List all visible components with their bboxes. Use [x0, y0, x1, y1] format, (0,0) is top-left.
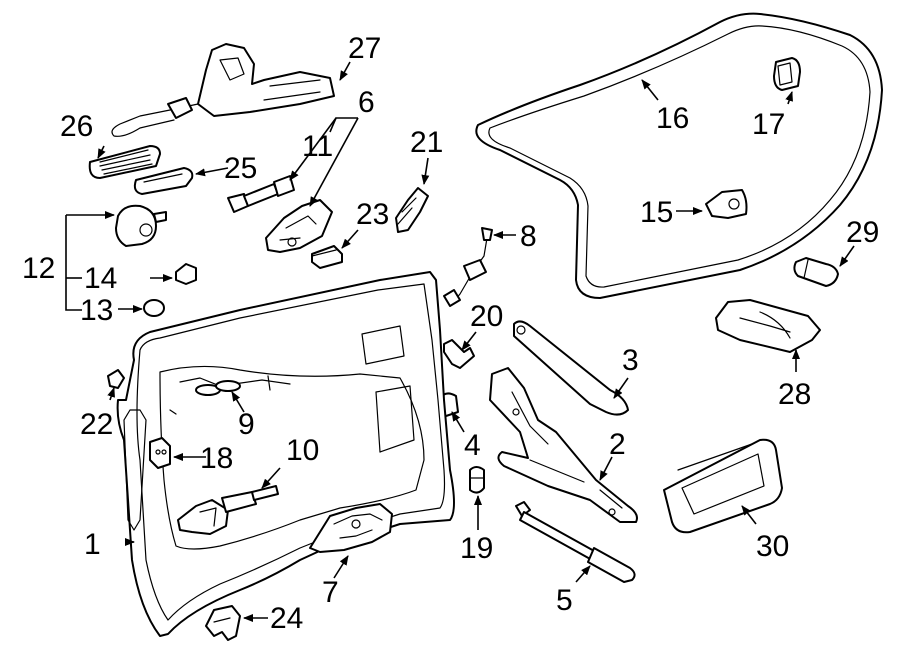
callout-10: 10 [286, 434, 319, 467]
weatherstrip-seal-part [475, 12, 883, 299]
callout-15: 15 [640, 196, 673, 229]
lock-rod-part [443, 227, 493, 307]
cable-clip-part [205, 605, 241, 641]
vent-grille-part [88, 145, 161, 179]
callout-20: 20 [470, 300, 503, 333]
callout-17: 17 [752, 108, 785, 141]
lock-button-part [443, 339, 475, 369]
striker-buffer-part [705, 189, 748, 219]
seal-ring-part [133, 167, 194, 195]
retainer-clip-part [107, 369, 125, 389]
callout-13: 13 [80, 294, 113, 327]
callout-28: 28 [778, 378, 811, 411]
lock-actuator-part [177, 485, 279, 535]
callout-19: 19 [460, 532, 493, 565]
hinge-arm-part [489, 367, 638, 523]
callout-11: 11 [302, 130, 333, 163]
callout-24: 24 [270, 602, 303, 635]
rod-connector-part [227, 175, 295, 213]
callout-16: 16 [656, 102, 689, 135]
lock-cylinder-part [265, 199, 333, 253]
small-grommet-part [143, 299, 165, 317]
gas-strut-part [515, 501, 636, 583]
callout-21: 21 [410, 126, 443, 159]
callout-8: 8 [520, 220, 537, 253]
socket-part [395, 187, 429, 233]
lock-motor-part [115, 204, 167, 247]
callout-12: 12 [22, 252, 55, 285]
callout-30: 30 [756, 530, 789, 563]
hinge-strap-part [513, 320, 629, 416]
callout-14: 14 [84, 262, 117, 295]
light-bulb-part [793, 257, 839, 287]
latch-assembly-part [111, 43, 335, 137]
callout-labels: 1 2 3 4 5 6 7 8 9 10 11 12 13 14 15 16 1… [22, 32, 879, 635]
callout-2: 2 [609, 428, 626, 461]
switch-block-part [311, 245, 343, 269]
callout-3: 3 [622, 344, 639, 377]
trunk-lid-panel-part [116, 271, 455, 637]
callout-23: 23 [356, 198, 389, 231]
plug-part [469, 466, 485, 494]
callout-27: 27 [348, 32, 381, 65]
leader-lines [65, 61, 855, 622]
callout-29: 29 [846, 216, 879, 249]
callout-1: 1 [84, 528, 101, 561]
callout-5: 5 [556, 584, 573, 617]
bumper-stop-part [773, 57, 801, 91]
callout-18: 18 [200, 442, 233, 475]
callout-9: 9 [238, 408, 255, 441]
callout-25: 25 [224, 152, 257, 185]
handle-housing-part [663, 438, 783, 534]
grommet-pair-part [195, 380, 241, 396]
lamp-housing-part [715, 299, 821, 353]
callout-26: 26 [60, 110, 93, 143]
callout-4: 4 [464, 429, 481, 462]
callout-7: 7 [322, 576, 339, 609]
callout-6: 6 [358, 86, 375, 119]
bumper-block-part [149, 437, 171, 469]
trunk-latch-part [309, 503, 393, 553]
small-plug-part [175, 263, 197, 285]
callout-22: 22 [80, 408, 113, 441]
